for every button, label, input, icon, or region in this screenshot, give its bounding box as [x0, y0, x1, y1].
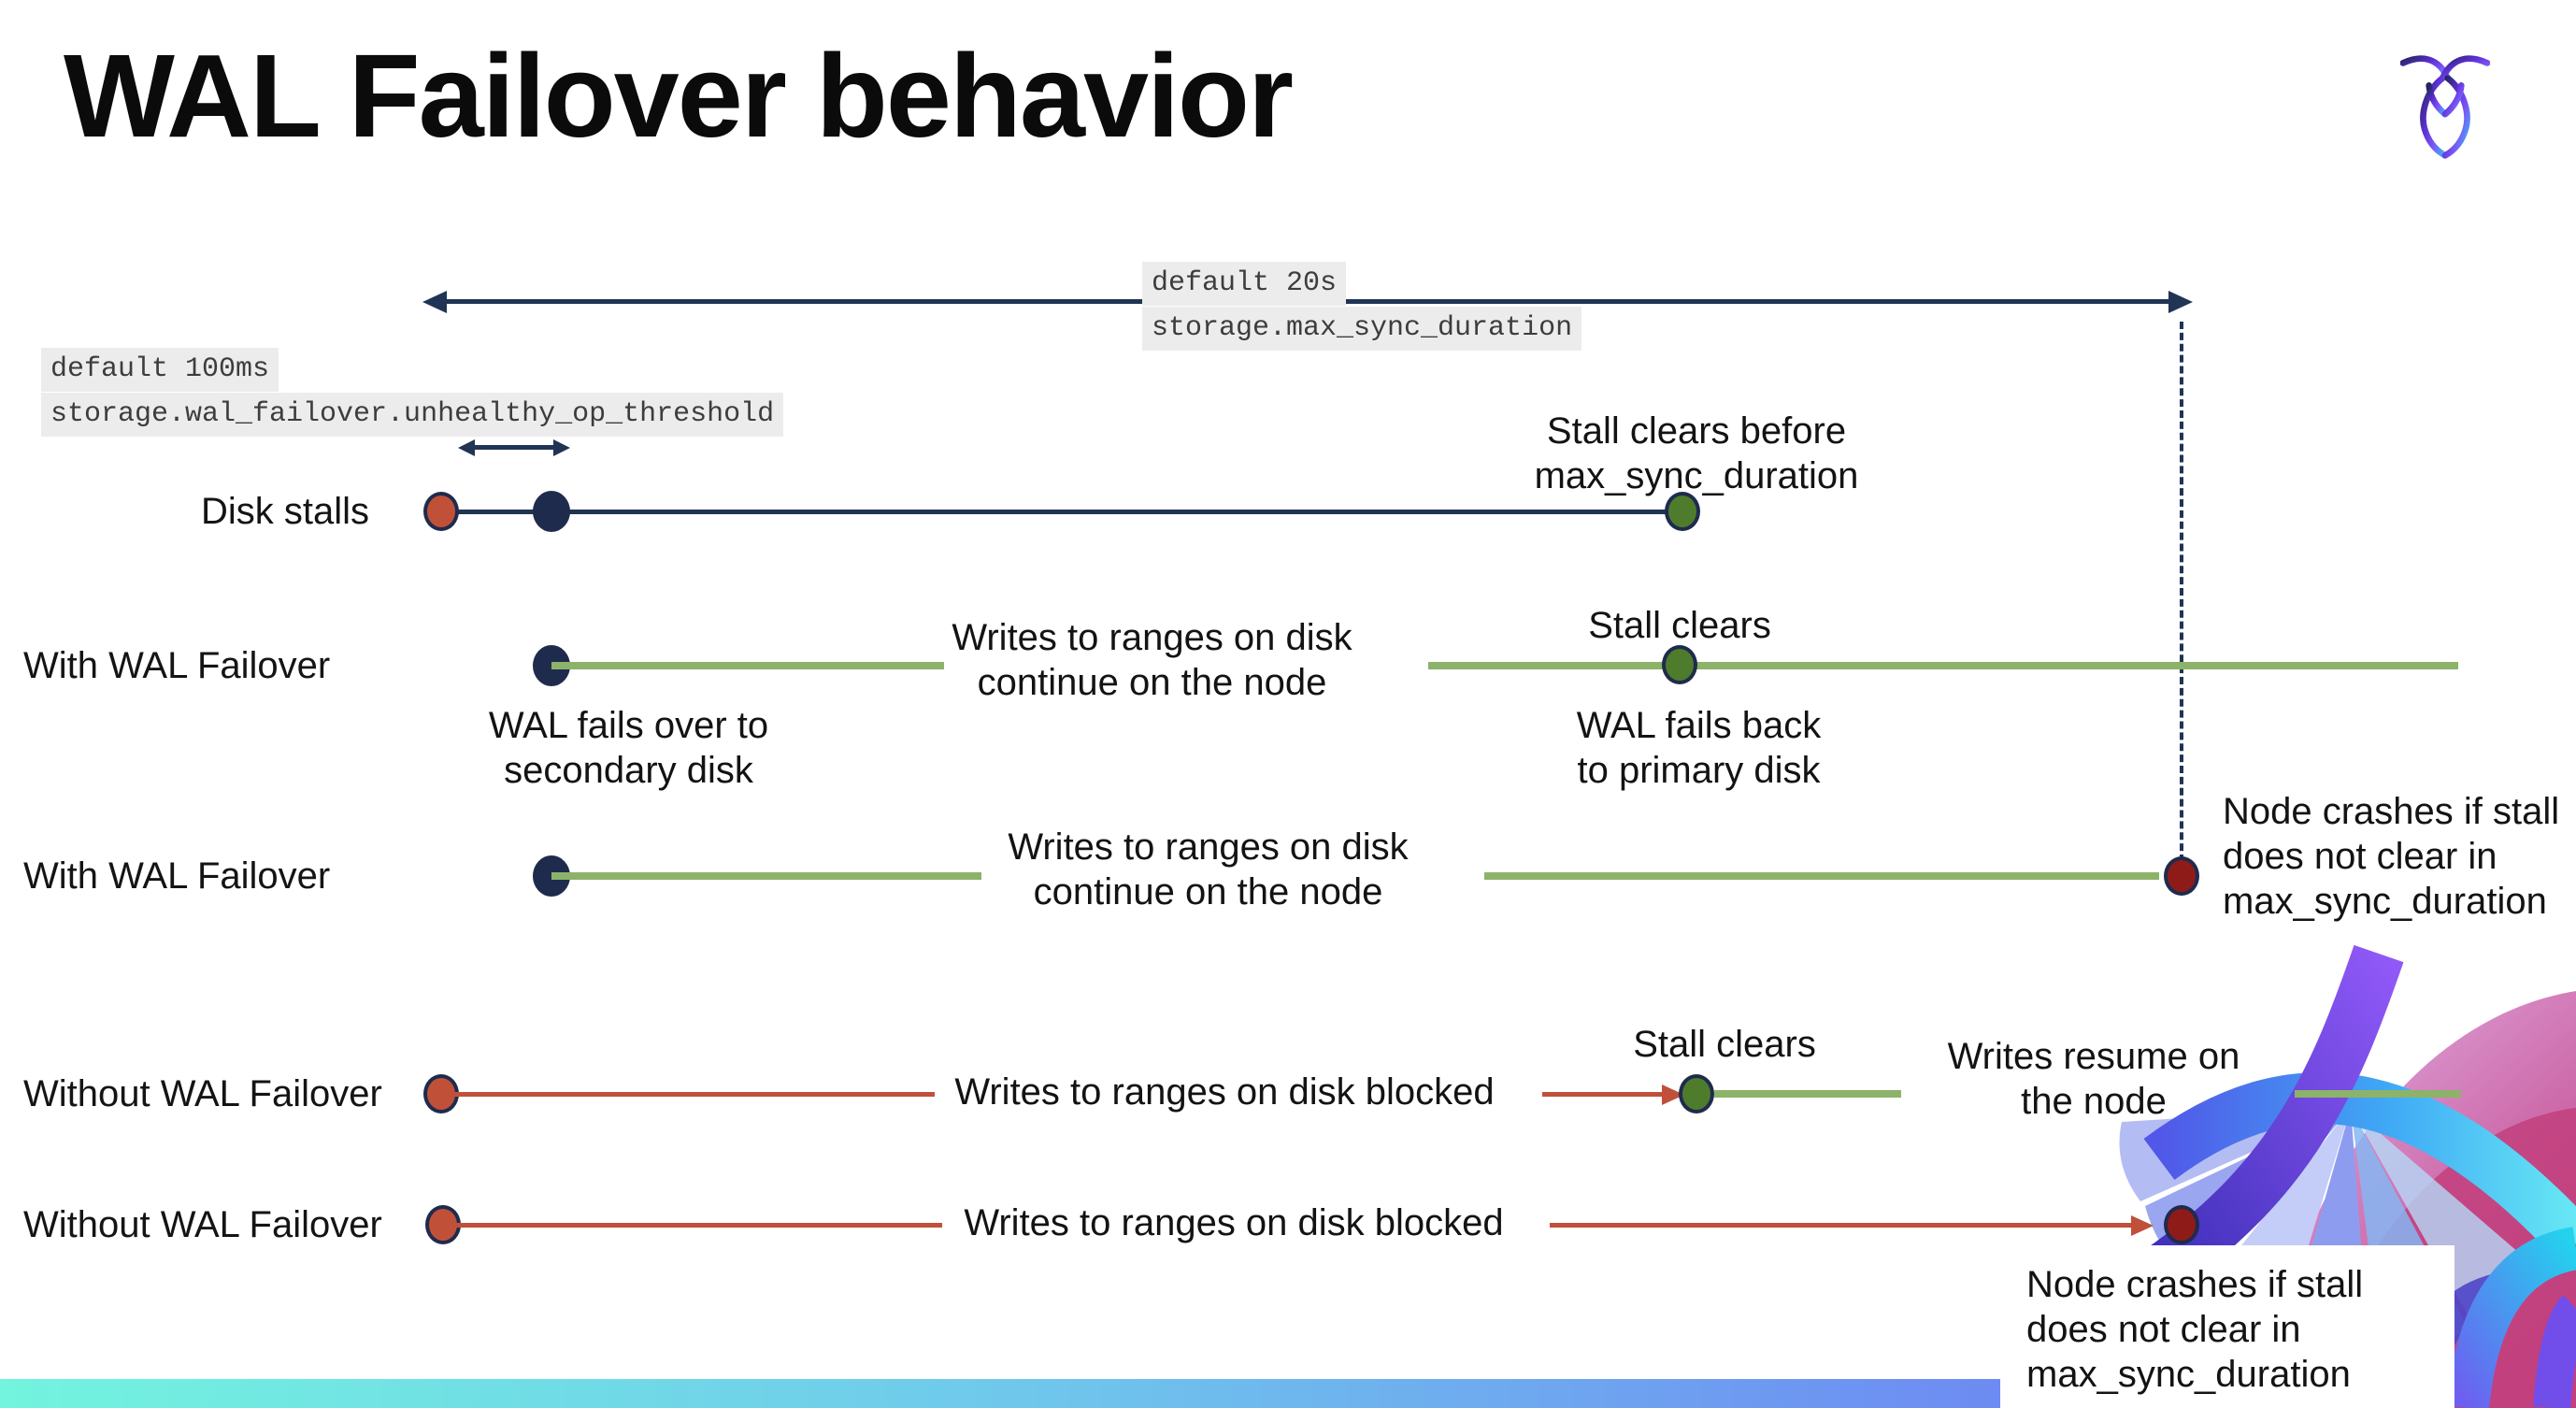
node-crashes-annotation-2: Node crashes if stall does not clear in …: [2026, 1264, 2364, 1395]
writes-blocked-arrow-line-a: [1542, 1092, 1662, 1097]
cockroachdb-logo-icon: [2399, 55, 2491, 159]
stall-clears-dot-2: [1662, 645, 1697, 684]
row-label-disk-stalls: Disk stalls: [200, 491, 369, 532]
wal-fails-back-annotation: WAL fails back to primary disk: [1576, 705, 1822, 791]
writes-blocked-line-b: [443, 1223, 942, 1228]
writes-blocked-annotation-2: Writes to ranges on disk blocked: [964, 1202, 1504, 1243]
small-arrow-head-right-icon: [553, 439, 570, 456]
stall-clears-annotation-2: Stall clears: [1633, 1024, 1816, 1065]
page-title: WAL Failover behavior: [64, 30, 1294, 162]
writes-resume-line-a: [1714, 1090, 1901, 1098]
node-crash-dot-2: [2164, 1205, 2199, 1244]
writes-continue-line-b: [1428, 662, 2458, 669]
max-sync-duration-setting-label: storage.max_sync_duration: [1142, 307, 1582, 351]
unhealthy-op-threshold-arrow-line: [471, 445, 557, 450]
max-sync-duration-deadline-dashed-line: [2180, 322, 2183, 862]
stall-clears-before-annotation: Stall clears before max_sync_duration: [1534, 410, 1859, 496]
unhealthy-op-threshold-setting-label: storage.wal_failover.unhealthy_op_thresh…: [41, 393, 784, 437]
writes-continue-line-a: [551, 662, 944, 669]
row-label-with-wal-failover-2: With WAL Failover: [23, 855, 331, 897]
writes-blocked-arrow-line-b: [1550, 1223, 2131, 1228]
node-crashes-callout-box: [2000, 1245, 2454, 1408]
writes-continue-annotation-1: Writes to ranges on disk continue on the…: [952, 617, 1352, 703]
unhealthy-op-threshold-default-label: default 100ms: [41, 348, 279, 392]
writes-continue-annotation-2: Writes to ranges on disk continue on the…: [1008, 826, 1409, 912]
max-sync-duration-default-label: default 20s: [1142, 262, 1347, 306]
wal-fails-over-annotation: WAL fails over to secondary disk: [488, 705, 769, 791]
row-label-without-wal-failover-1: Without WAL Failover: [23, 1073, 382, 1114]
writes-resume-line-b: [2295, 1090, 2461, 1098]
stall-clears-dot: [1665, 492, 1700, 531]
stall-start-dot: [423, 492, 459, 531]
disk-stall-timeline: [441, 510, 1682, 514]
node-crash-dot-1: [2164, 856, 2199, 896]
writes-blocked-line-a: [441, 1092, 935, 1097]
cockroachdb-logo: [2399, 49, 2491, 167]
row-label-with-wal-failover-1: With WAL Failover: [23, 645, 331, 686]
writes-blocked-annotation-1: Writes to ranges on disk blocked: [954, 1071, 1495, 1113]
stall-clears-dot-3: [1679, 1074, 1714, 1113]
arrow-head-left-icon: [422, 291, 447, 313]
stall-clears-annotation-1: Stall clears: [1588, 605, 1771, 646]
row-label-without-wal-failover-2: Without WAL Failover: [23, 1204, 382, 1245]
writes-continue-line-c: [551, 872, 981, 880]
node-crashes-annotation-1: Node crashes if stall does not clear in …: [2223, 791, 2560, 922]
arrow-head-right-icon: [2168, 291, 2193, 313]
writes-continue-line-d: [1484, 872, 2159, 880]
writes-resume-annotation: Writes resume on the node: [1947, 1036, 2240, 1122]
threshold-reached-dot: [533, 491, 570, 532]
small-arrow-head-left-icon: [458, 439, 475, 456]
red-arrow-head-icon-2: [2131, 1215, 2154, 1236]
